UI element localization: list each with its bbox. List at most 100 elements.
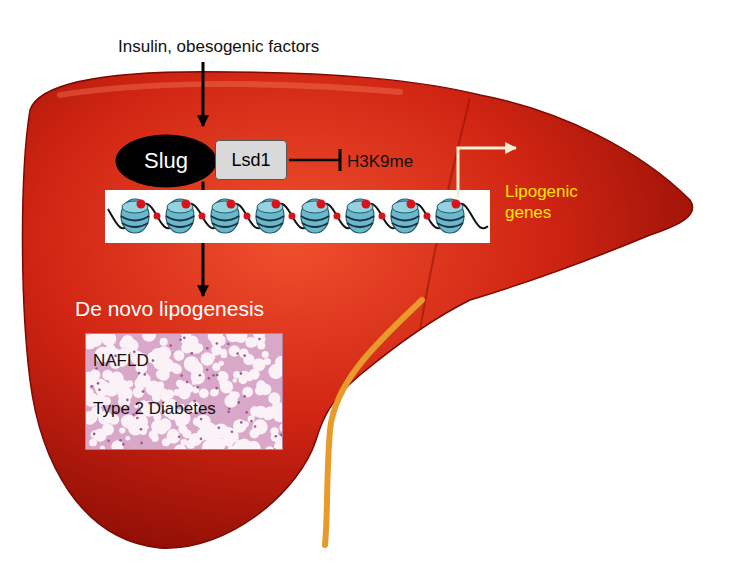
dna-wrap bbox=[436, 216, 464, 227]
fat-vacuole bbox=[250, 406, 260, 416]
dna-wrap bbox=[256, 216, 284, 227]
cell-nucleus bbox=[240, 421, 243, 424]
methyl-dot bbox=[407, 200, 416, 209]
cell-nucleus bbox=[196, 386, 199, 389]
cell-nucleus bbox=[143, 373, 146, 376]
fat-vacuole bbox=[273, 409, 283, 422]
cell-nucleus bbox=[186, 381, 189, 384]
fat-vacuole bbox=[151, 435, 158, 442]
chromatin-band bbox=[105, 190, 490, 243]
cell-nucleus bbox=[97, 382, 100, 385]
fat-vacuole bbox=[219, 371, 224, 376]
fat-vacuole bbox=[214, 335, 225, 346]
fat-vacuole bbox=[134, 377, 146, 389]
fat-vacuole bbox=[264, 358, 271, 365]
protein-box: Lsd1 bbox=[215, 140, 287, 180]
histone-core bbox=[121, 199, 149, 233]
nucleosome bbox=[301, 199, 329, 233]
methyl-dot bbox=[289, 213, 296, 220]
cell-nucleus bbox=[206, 368, 209, 371]
methyl-dot bbox=[317, 200, 326, 209]
liver-outline bbox=[23, 72, 693, 548]
dna-wrap bbox=[391, 216, 419, 227]
methyl-dot bbox=[362, 200, 371, 209]
methyl-dot bbox=[272, 200, 281, 209]
methyl-dot bbox=[182, 200, 191, 209]
nucleosome bbox=[436, 199, 464, 233]
fat-vacuole bbox=[246, 441, 261, 450]
fat-vacuole bbox=[220, 380, 233, 393]
cell-nucleus bbox=[169, 344, 172, 347]
methyl-dot bbox=[452, 200, 461, 209]
cell-nucleus bbox=[90, 385, 93, 388]
cell-nucleus bbox=[273, 448, 276, 450]
cell-nucleus bbox=[200, 437, 203, 440]
histone-core bbox=[391, 199, 419, 233]
fat-vacuole bbox=[156, 382, 164, 390]
fat-vacuole bbox=[233, 419, 247, 433]
cell-nucleus bbox=[243, 395, 246, 398]
histone-core bbox=[301, 199, 329, 233]
cell-nucleus bbox=[178, 436, 181, 439]
fat-vacuole bbox=[219, 361, 224, 366]
fat-vacuole bbox=[229, 345, 240, 356]
cell-nucleus bbox=[119, 439, 122, 442]
fat-vacuole bbox=[212, 388, 219, 395]
fat-vacuole bbox=[195, 348, 200, 353]
cell-nucleus bbox=[191, 352, 194, 355]
fat-vacuole bbox=[142, 334, 156, 342]
histone-core bbox=[166, 199, 194, 233]
fat-vacuole bbox=[256, 380, 266, 390]
histone-core bbox=[346, 199, 374, 233]
fat-vacuole bbox=[250, 429, 260, 439]
protein-ellipse: Slug bbox=[115, 134, 217, 188]
cell-nucleus bbox=[250, 420, 253, 423]
cell-nucleus bbox=[152, 359, 155, 362]
inhibition-line bbox=[289, 159, 339, 162]
cell-nucleus bbox=[93, 433, 96, 436]
fat-vacuole bbox=[86, 334, 97, 349]
fat-vacuole bbox=[193, 417, 202, 426]
liver-highlight bbox=[60, 84, 400, 95]
nucleosome bbox=[256, 199, 284, 233]
methyl-dot bbox=[244, 213, 251, 220]
ligament-vessel bbox=[325, 300, 422, 545]
fat-vacuole bbox=[257, 341, 265, 349]
fat-vacuole bbox=[125, 436, 130, 441]
fat-vacuole bbox=[209, 354, 215, 360]
node-text: Slug bbox=[144, 148, 188, 174]
cell-nucleus bbox=[199, 374, 202, 377]
cell-nucleus bbox=[98, 388, 101, 391]
cell-nucleus bbox=[212, 374, 215, 377]
fat-vacuole bbox=[179, 381, 191, 393]
fat-vacuole bbox=[265, 446, 274, 450]
fat-vacuole bbox=[160, 338, 168, 346]
methyl-dot bbox=[379, 213, 386, 220]
label-holder: Lipogenic genes bbox=[505, 181, 605, 223]
fat-vacuole bbox=[275, 356, 283, 369]
fat-vacuole bbox=[262, 351, 269, 358]
fat-vacuole bbox=[249, 369, 260, 380]
histone-mark-label: H3K9me bbox=[347, 151, 413, 172]
cell-nucleus bbox=[227, 411, 230, 414]
label-holder: H3K9me bbox=[347, 151, 413, 172]
fat-vacuole bbox=[98, 334, 103, 337]
fat-vacuole bbox=[121, 335, 133, 347]
fat-vacuole bbox=[98, 384, 109, 395]
nucleosome bbox=[166, 199, 194, 233]
cell-nucleus bbox=[254, 425, 257, 428]
nucleosome bbox=[391, 199, 419, 233]
fat-vacuole bbox=[202, 423, 217, 438]
fat-vacuole bbox=[242, 387, 253, 398]
nucleosome bbox=[346, 199, 374, 233]
methyl-dot bbox=[227, 200, 236, 209]
cell-nucleus bbox=[231, 430, 234, 433]
fat-vacuole bbox=[189, 433, 202, 446]
cell-nucleus bbox=[218, 426, 221, 429]
fat-vacuole bbox=[221, 352, 228, 359]
fat-vacuole bbox=[86, 379, 94, 387]
cell-nucleus bbox=[140, 428, 143, 431]
nucleosome bbox=[121, 199, 149, 233]
